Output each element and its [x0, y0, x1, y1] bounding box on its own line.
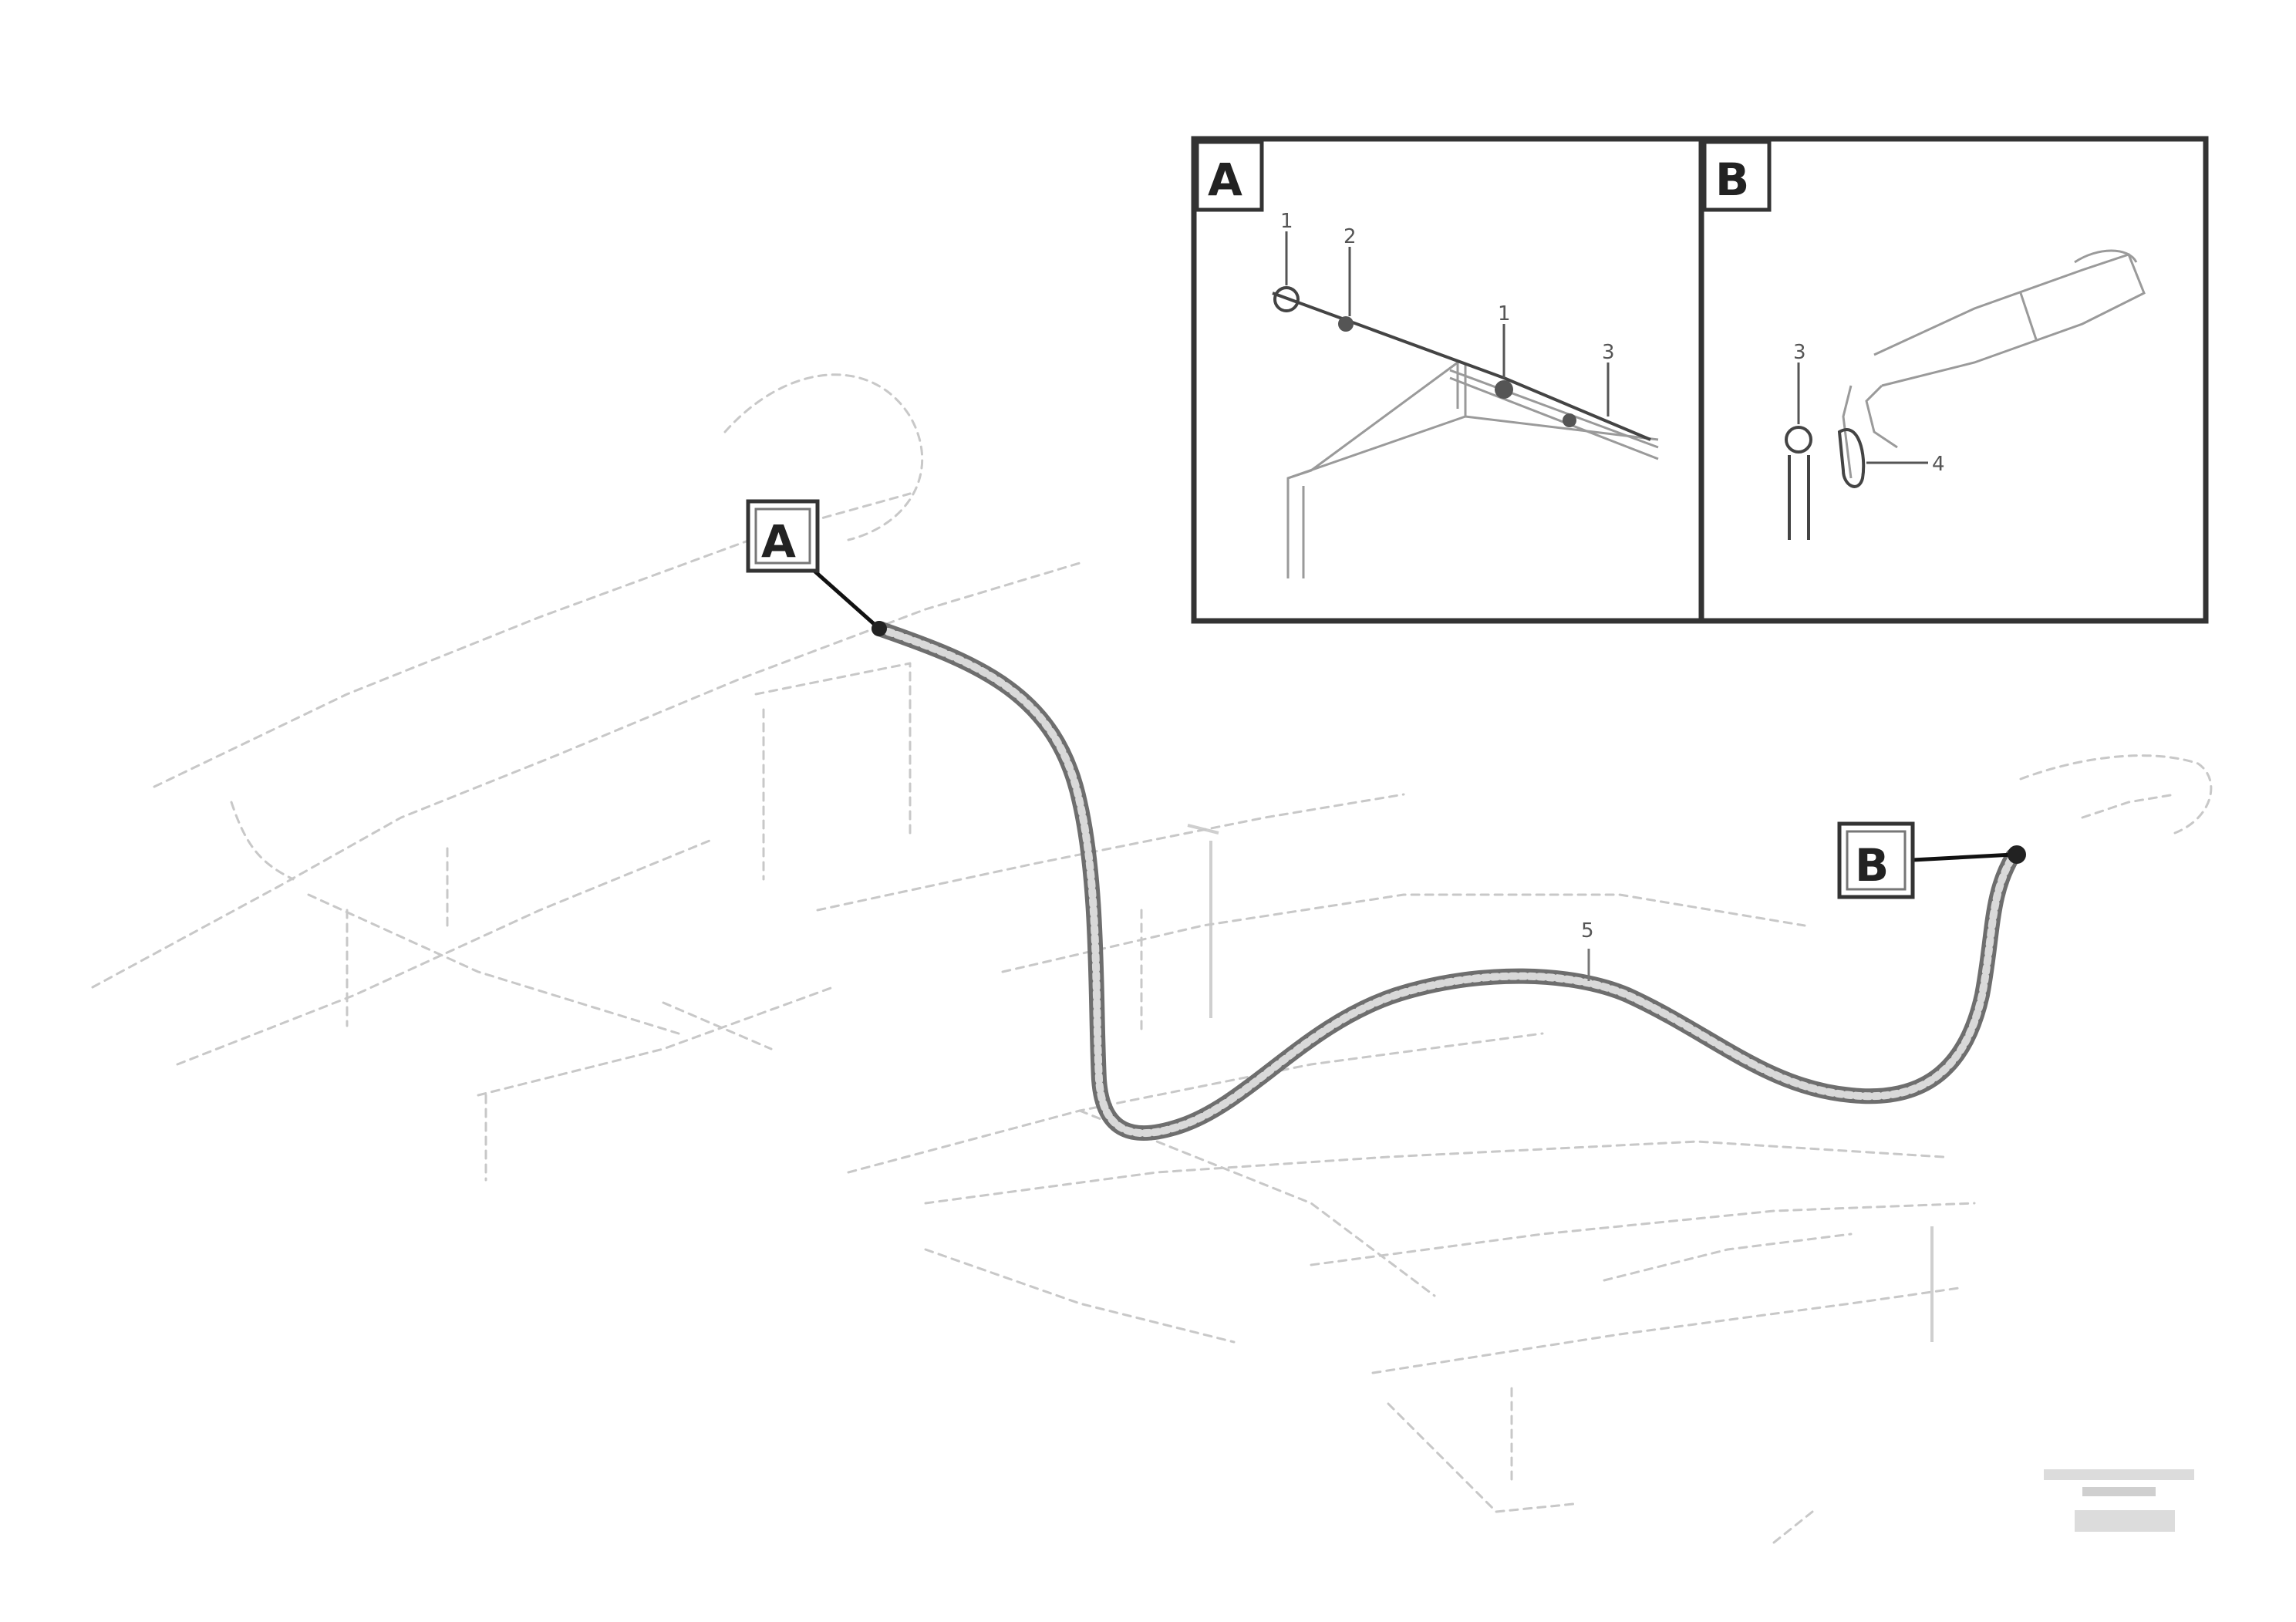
- detail-panel-b-label: B: [1702, 140, 1772, 212]
- callout-b[interactable]: B: [1837, 821, 2026, 899]
- svg-text:B: B: [1715, 153, 1749, 206]
- svg-text:4: 4: [1932, 453, 1945, 476]
- svg-text:5: 5: [1581, 919, 1594, 943]
- part-number-5-main: 5: [1581, 919, 1594, 981]
- detail-panel-b-drawing: 3 4: [1785, 249, 2146, 540]
- svg-text:2: 2: [1344, 225, 1357, 248]
- svg-text:3: 3: [1793, 341, 1806, 364]
- svg-text:A: A: [761, 515, 796, 568]
- hydraulic-hose: [872, 621, 2021, 1141]
- svg-text:1: 1: [1280, 210, 1293, 233]
- ghost-machine-outline: [91, 373, 2213, 1544]
- detail-panel-a-drawing: 1 2 1 3: [1272, 210, 1659, 578]
- svg-text:B: B: [1855, 839, 1889, 892]
- drawing-reference-code: [2044, 1469, 2194, 1532]
- callout-a[interactable]: A: [746, 499, 887, 636]
- svg-text:1: 1: [1498, 302, 1511, 325]
- detail-panel-a-label: A: [1195, 140, 1264, 212]
- detail-inset: A B 1 2 1 3: [1191, 136, 2209, 624]
- svg-text:3: 3: [1602, 341, 1615, 364]
- svg-text:A: A: [1208, 153, 1242, 206]
